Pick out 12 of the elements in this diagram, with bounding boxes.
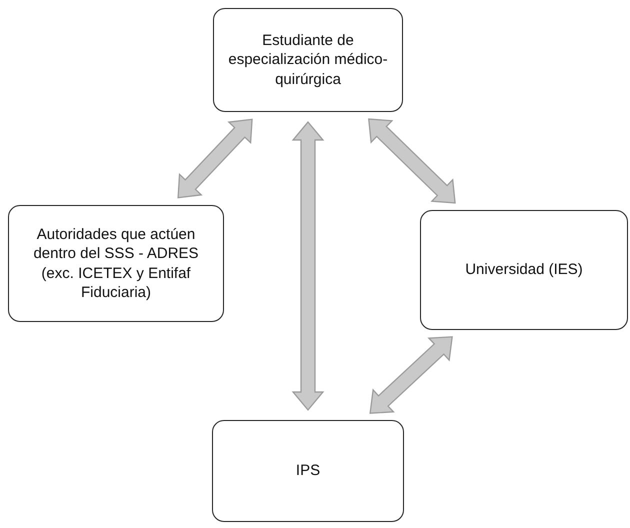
node-label: IPS — [296, 461, 320, 481]
double-arrow — [177, 118, 253, 198]
rounded-box — [212, 420, 404, 522]
double-arrow — [292, 121, 324, 411]
double-arrow — [369, 336, 453, 414]
node-label: Autoridades que actúen dentro del SSS - ADRES (exc. ICETEX y Entifaf Fiduciaria) — [32, 224, 200, 302]
node-label: Universidad (IES) — [465, 260, 583, 280]
node-label: Estudiante de especialización médico-quirúrgica — [227, 30, 389, 90]
rounded-box — [213, 8, 403, 112]
rounded-box — [420, 210, 628, 330]
rounded-box — [8, 205, 224, 322]
double-arrow — [368, 118, 456, 204]
